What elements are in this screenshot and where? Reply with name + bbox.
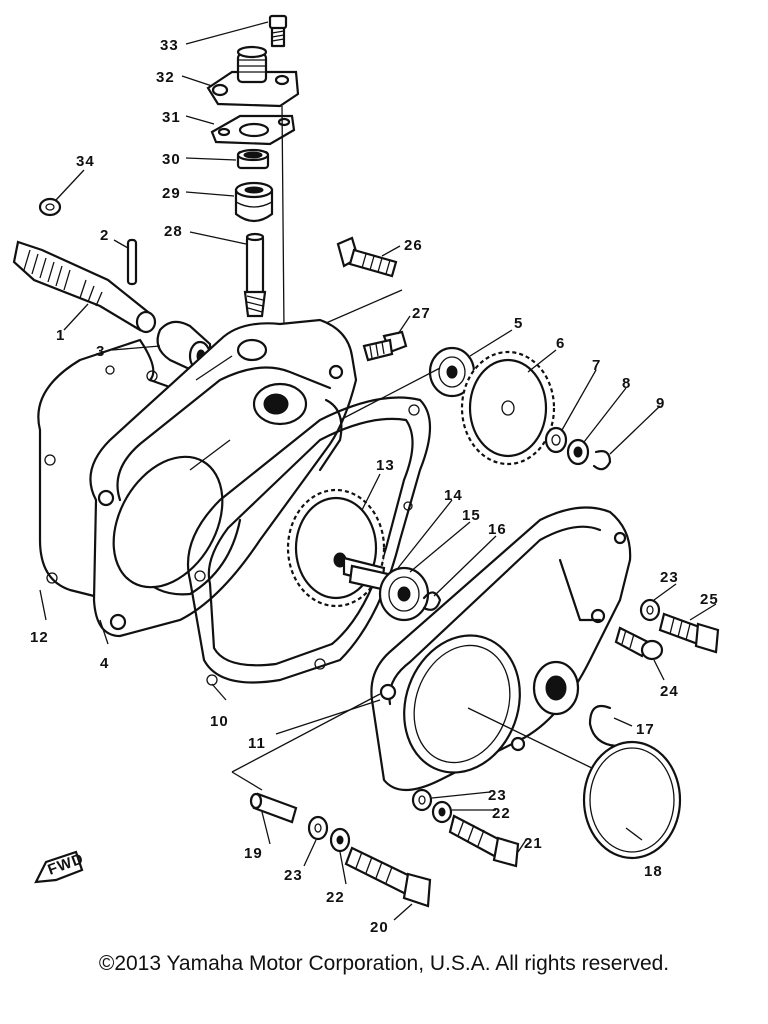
part-8-washer: [566, 438, 590, 466]
callout-33: 33: [160, 37, 179, 54]
callout-13: 13: [376, 457, 395, 474]
callout-26: 26: [404, 237, 423, 254]
callout-29: 29: [162, 185, 181, 202]
callout-30: 30: [162, 151, 181, 168]
callout-9: 9: [656, 395, 665, 412]
callout-22-lower-right: 22: [492, 805, 511, 822]
callout-32: 32: [156, 69, 175, 86]
part-32-fitting: [206, 45, 300, 108]
callout-28: 28: [164, 223, 183, 240]
callout-5: 5: [514, 315, 523, 332]
callout-15: 15: [462, 507, 481, 524]
part-28-shaft: [243, 232, 267, 318]
part-22-washer-lower-left: [329, 827, 351, 853]
part-7-washer: [544, 426, 568, 454]
part-22-washer-lower-right: [431, 800, 453, 824]
part-27-bolt: [362, 330, 408, 362]
part-23-washer-upper: [639, 598, 661, 622]
callout-3: 3: [96, 343, 105, 360]
callout-16: 16: [488, 521, 507, 538]
callout-31: 31: [162, 109, 181, 126]
part-15-bearing: [378, 566, 430, 622]
callout-11: 11: [248, 735, 266, 752]
part-9-circlip: [592, 450, 612, 471]
callout-8: 8: [622, 375, 631, 392]
callout-23-lower-left: 23: [284, 867, 303, 884]
part-18-o-ring: [582, 740, 682, 860]
callout-14: 14: [444, 487, 463, 504]
callout-23-lower-right: 23: [488, 787, 507, 804]
part-29-bushing: [234, 181, 274, 223]
callout-10: 10: [210, 713, 229, 730]
callout-1: 1: [56, 327, 65, 344]
part-19-dowel: [249, 792, 298, 824]
callout-6: 6: [556, 335, 565, 352]
callout-17: 17: [636, 721, 655, 738]
part-2-pin: [126, 238, 138, 286]
part-31-gasket: [210, 114, 296, 146]
part-16-circlip: [422, 591, 442, 611]
callout-34: 34: [76, 153, 95, 170]
callout-23-upper: 23: [660, 569, 679, 586]
callout-20: 20: [370, 919, 389, 936]
part-23-washer-lower-left: [307, 815, 329, 841]
part-23-washer-lower-right: [411, 788, 433, 812]
callout-27: 27: [412, 305, 431, 322]
callout-21: 21: [524, 835, 543, 852]
callout-4: 4: [100, 655, 109, 672]
part-11-cover: [370, 506, 632, 791]
part-24-bolt: [614, 626, 664, 661]
callout-7: 7: [592, 357, 601, 374]
part-21-bolt: [448, 814, 520, 868]
part-13-gear: [286, 488, 386, 608]
callout-2: 2: [100, 227, 109, 244]
part-20-bolt: [344, 846, 432, 908]
callout-19: 19: [244, 845, 263, 862]
part-4-housing: [89, 318, 358, 638]
part-30-seal: [236, 148, 270, 170]
part-1-worm-shaft: [12, 240, 157, 334]
part-6-gear: [460, 350, 556, 466]
part-33-bolt: [268, 14, 288, 48]
part-10-gasket: [186, 396, 431, 686]
copyright-notice: ©2013 Yamaha Motor Corporation, U.S.A. A…: [98, 952, 670, 975]
part-34-washer: [38, 197, 62, 217]
fwd-arrow-icon: FWD: [34, 850, 86, 884]
callout-24: 24: [660, 683, 679, 700]
callout-22-lower-left: 22: [326, 889, 345, 906]
part-25-bolt: [658, 612, 720, 654]
exploded-parts-diagram: FWD 33 32 31 30 29 28 34 2 1 3 26 27 5 6…: [12, 14, 720, 936]
callout-12: 12: [30, 629, 49, 646]
part-17-circlip: [588, 704, 618, 748]
callout-18: 18: [644, 863, 663, 880]
part-26-bolt: [336, 236, 398, 278]
callout-25: 25: [700, 591, 719, 608]
